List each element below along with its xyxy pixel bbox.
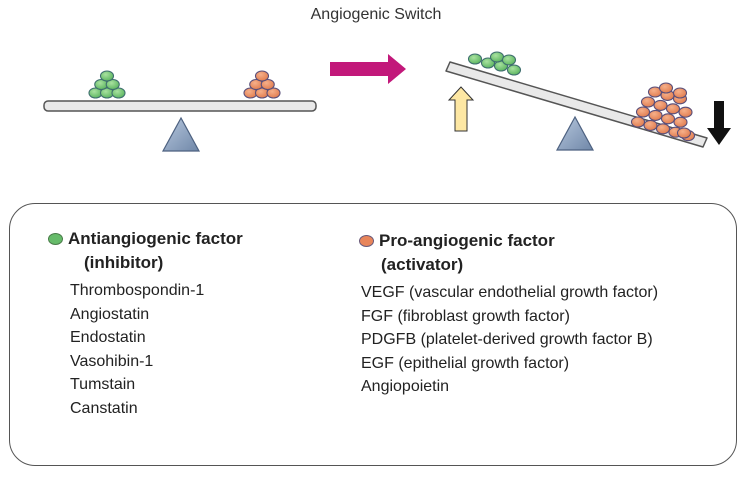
proangiogenic-sphere bbox=[665, 103, 681, 115]
proangiogenic-sphere bbox=[658, 82, 674, 94]
legend-box bbox=[9, 203, 737, 466]
proangiogenic-sphere bbox=[643, 119, 658, 131]
list-item: Tumstain bbox=[70, 376, 136, 393]
antiangiogenic-sphere bbox=[506, 64, 522, 76]
antiangiogenic-list: Thrombospondin-1 Angiostatin Endostatin … bbox=[48, 279, 243, 420]
antiangiogenic-sphere bbox=[111, 87, 126, 99]
balanced-seesaw bbox=[43, 70, 317, 152]
antiangiogenic-sphere bbox=[105, 78, 120, 91]
list-item: Angiopoietin bbox=[361, 378, 450, 395]
proangiogenic-sphere bbox=[660, 113, 676, 125]
tilted-pro-cluster bbox=[630, 82, 696, 142]
balanced-beam bbox=[43, 100, 317, 112]
list-item: Angiostatin bbox=[70, 305, 150, 323]
antiangiogenic-sphere bbox=[467, 53, 483, 65]
proangiogenic-sphere bbox=[672, 87, 688, 99]
proangiogenic-sphere bbox=[655, 123, 671, 135]
antiangiogenic-sphere bbox=[501, 54, 517, 66]
list-item: VEGF (vascular endothelial growth factor… bbox=[361, 284, 659, 301]
list-item: PDGFB (platelet-derived growth factor B) bbox=[361, 331, 653, 348]
antiangiogenic-sphere bbox=[480, 57, 496, 69]
proangiogenic-sphere bbox=[673, 116, 688, 128]
proangiogenic-subtitle: (activator) bbox=[381, 255, 464, 274]
balanced-pro-cluster bbox=[243, 70, 281, 99]
down-arrow-icon bbox=[707, 101, 731, 145]
proangiogenic-sphere bbox=[653, 99, 668, 111]
diagram-title: Angiogenic Switch bbox=[310, 6, 442, 23]
tilted-pivot bbox=[555, 115, 595, 151]
up-arrow-icon bbox=[447, 86, 475, 132]
proangiogenic-column: Pro-angiogenic factor (activator) VEGF (… bbox=[359, 229, 658, 399]
proangiogenic-sphere bbox=[635, 106, 651, 118]
antiangiogenic-header: Antiangiogenic factor (inhibitor) bbox=[48, 227, 243, 275]
list-item: Vasohibin-1 bbox=[70, 352, 154, 370]
seesaw-scene bbox=[43, 51, 731, 152]
tilted-anti-cluster bbox=[467, 51, 522, 76]
balanced-anti-cluster bbox=[88, 70, 126, 99]
tilted-seesaw bbox=[445, 51, 708, 151]
proangiogenic-list: VEGF (vascular endothelial growth factor… bbox=[359, 281, 658, 399]
proangiogenic-title: Pro-angiogenic factor bbox=[379, 231, 555, 250]
proangiogenic-sphere bbox=[254, 70, 270, 82]
proangiogenic-sphere bbox=[676, 127, 692, 139]
list-item: Endostatin bbox=[70, 329, 146, 346]
list-item: EGF (epithelial growth factor) bbox=[361, 354, 570, 372]
antiangiogenic-sphere bbox=[489, 51, 505, 63]
antiangiogenic-title: Antiangiogenic factor bbox=[68, 229, 243, 248]
antiangiogenic-sphere bbox=[99, 70, 115, 82]
balanced-pivot bbox=[161, 116, 201, 152]
proangiogenic-sphere bbox=[630, 116, 646, 128]
proangiogenic-sphere bbox=[266, 87, 281, 99]
list-item: Canstatin bbox=[70, 399, 138, 417]
list-item: FGF (fibroblast growth factor) bbox=[361, 307, 570, 325]
proangiogenic-header: Pro-angiogenic factor (activator) bbox=[359, 229, 658, 277]
switch-arrow-icon bbox=[330, 54, 406, 84]
orange-dot-icon bbox=[359, 235, 374, 247]
green-dot-icon bbox=[48, 233, 63, 245]
proangiogenic-sphere bbox=[648, 109, 663, 121]
list-item: Thrombospondin-1 bbox=[70, 282, 205, 299]
proangiogenic-sphere bbox=[640, 96, 656, 108]
proangiogenic-sphere bbox=[260, 78, 275, 91]
antiangiogenic-column: Antiangiogenic factor (inhibitor) Thromb… bbox=[48, 227, 243, 420]
antiangiogenic-subtitle: (inhibitor) bbox=[84, 253, 164, 272]
proangiogenic-sphere bbox=[678, 106, 693, 118]
